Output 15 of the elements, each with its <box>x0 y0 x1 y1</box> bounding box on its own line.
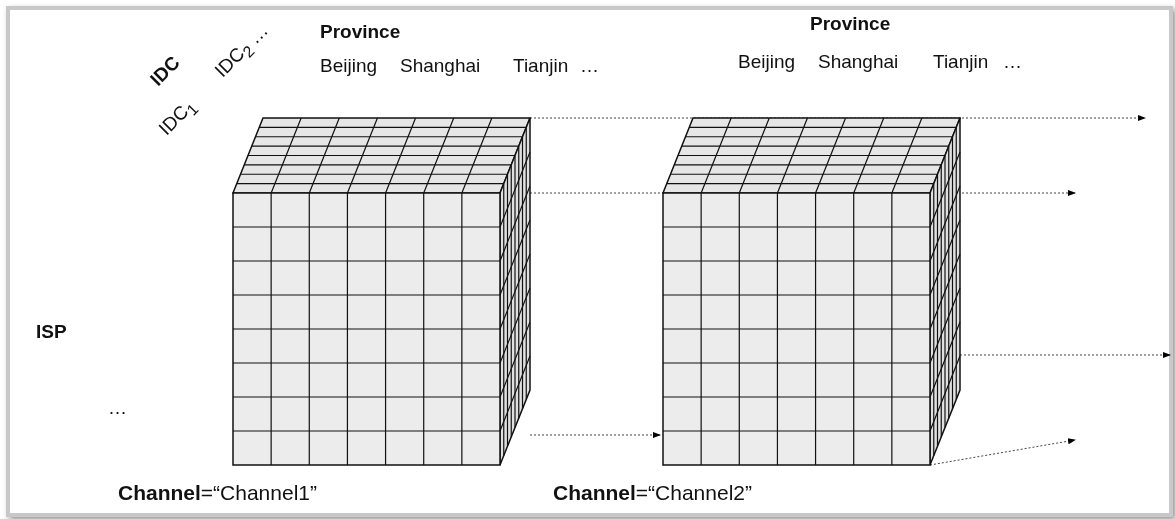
axis-label: Tianjin <box>513 56 569 75</box>
axis-title: ISP <box>36 322 67 341</box>
axis-label: Beijing <box>738 52 796 71</box>
axis-label: Tianjin <box>933 52 989 71</box>
axis-title: Province <box>810 14 891 33</box>
axis-label: … <box>1003 52 1022 71</box>
axis-label: Shanghai <box>400 56 481 75</box>
axis-label: … <box>580 56 599 75</box>
cube-caption: Channel=“Channel2” <box>553 482 752 503</box>
axis-title: IDC <box>146 52 184 89</box>
axis-label: Beijing <box>320 56 378 75</box>
axis-label: Shanghai <box>818 52 899 71</box>
cube-caption: Channel=“Channel1” <box>118 482 317 503</box>
axis-label: … <box>108 398 127 417</box>
axis-title: Province <box>320 22 401 41</box>
